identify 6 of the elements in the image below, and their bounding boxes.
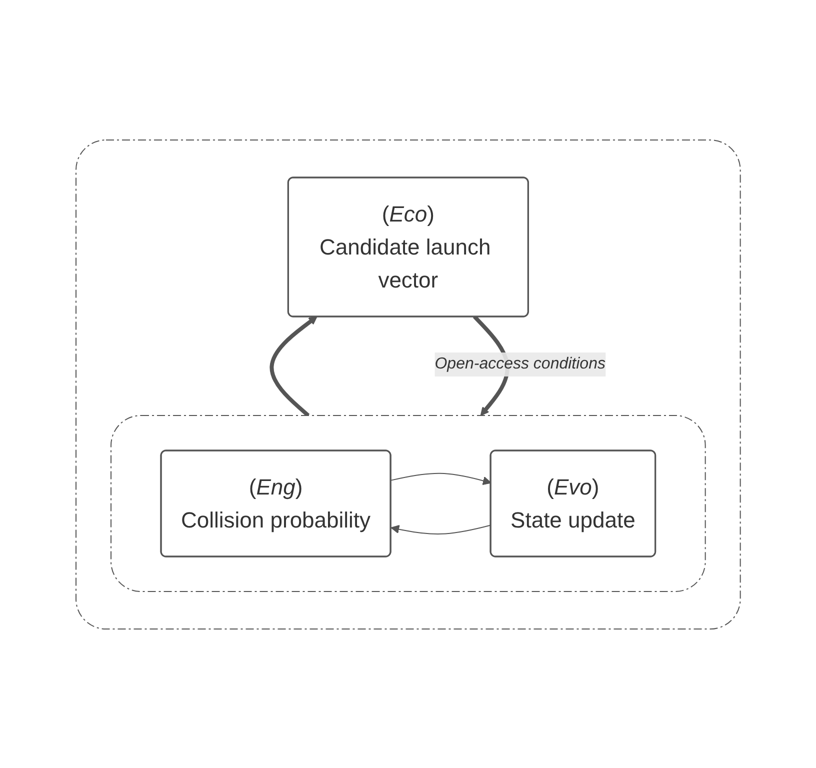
edge-label: Open-access conditions [434, 354, 606, 372]
cluster [110, 414, 706, 592]
arrow [270, 316, 318, 416]
cluster [75, 139, 741, 629]
arrow [390, 524, 492, 534]
arrow [390, 472, 492, 485]
